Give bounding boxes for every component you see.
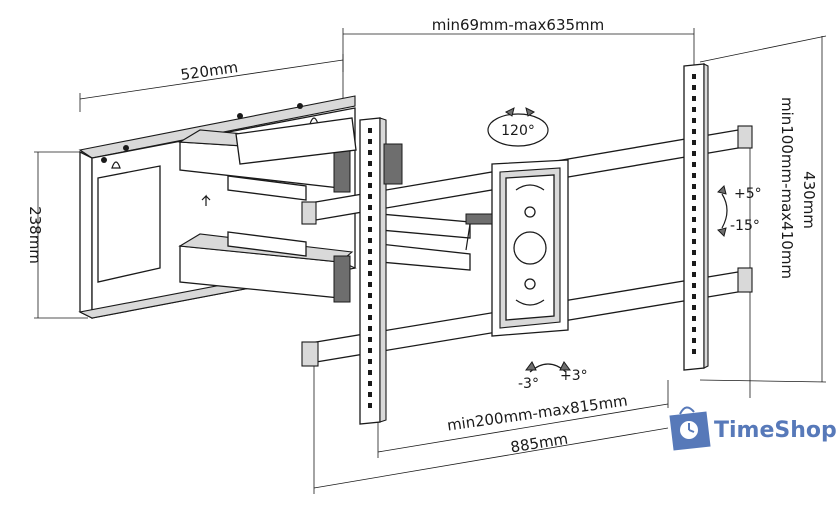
bracket-hole — [368, 150, 372, 155]
brand-name: TimeShop — [714, 418, 837, 443]
bracket-hole — [692, 118, 696, 123]
level-plus-label: +3° — [560, 368, 588, 384]
bracket-hole — [692, 349, 696, 354]
wall-plate-width-dimension: 520mm — [79, 54, 344, 112]
rotate-arrow-icon — [505, 107, 515, 117]
bracket-hole — [692, 85, 696, 90]
bracket-hole — [692, 239, 696, 244]
tilt-down-label: -15° — [730, 218, 760, 234]
wall-plate-width-label: 520mm — [179, 58, 239, 84]
bracket-hole — [692, 228, 696, 233]
bracket-hole — [368, 392, 372, 397]
bracket-hole — [368, 227, 372, 232]
bracket-hole — [368, 282, 372, 287]
bracket-hole — [692, 327, 696, 332]
arm-length-label: 885mm — [509, 430, 569, 457]
bracket-hole — [368, 370, 372, 375]
bracket-hole — [692, 250, 696, 255]
bracket-hole — [368, 128, 372, 133]
bracket-hole — [368, 337, 372, 342]
vesa-vertical-label: min100mm-max410mm — [778, 97, 796, 279]
middle-arm — [227, 175, 471, 271]
bracket-hole — [368, 194, 372, 199]
vesa-range-dimension: min69mm-max635mm — [342, 16, 695, 100]
bracket-hole — [368, 315, 372, 320]
wall-plate-height-dimension: 238mm — [26, 151, 88, 319]
tilt-up-label: +5° — [734, 186, 762, 202]
bracket-hole — [692, 217, 696, 222]
bracket-hole — [368, 260, 372, 265]
bracket-hole — [692, 195, 696, 200]
bracket-holes — [368, 74, 696, 408]
level-minus-label: -3° — [518, 376, 539, 392]
bracket-hole — [692, 294, 696, 299]
bracket-hole — [368, 172, 372, 177]
bracket-hole — [368, 161, 372, 166]
bracket-hole — [368, 271, 372, 276]
vesa-range-label: min69mm-max635mm — [432, 16, 605, 34]
bracket-hole — [692, 140, 696, 145]
tilt-indicator: +5° -15° — [717, 185, 762, 237]
swivel-angle-label: 120° — [501, 123, 535, 139]
bracket-hole — [692, 206, 696, 211]
bracket-hole — [368, 216, 372, 221]
left-vertical-bracket — [359, 117, 403, 425]
bracket-hole — [692, 272, 696, 277]
bracket-hole — [692, 316, 696, 321]
upper-arm — [178, 117, 357, 193]
shopping-bag-clock-icon — [669, 406, 711, 451]
bracket-hole — [368, 139, 372, 144]
rail-height-dimension: 430mm — [699, 35, 827, 383]
bracket-hole — [368, 183, 372, 188]
extension-range-label: min200mm-max815mm — [446, 391, 629, 434]
rotate-arrow-icon — [525, 107, 535, 117]
bracket-hole — [692, 338, 696, 343]
vesa-vertical-dimension: min100mm-max410mm — [749, 97, 796, 398]
swivel-plate — [465, 159, 569, 337]
bracket-hole — [368, 293, 372, 298]
timeshop-watermark: TimeShop — [669, 406, 837, 451]
bracket-hole — [692, 173, 696, 178]
bracket-hole — [368, 238, 372, 243]
bracket-hole — [692, 96, 696, 101]
bracket-hole — [692, 283, 696, 288]
bracket-hole — [368, 205, 372, 210]
up-arrow-icon — [201, 194, 211, 206]
bracket-hole — [368, 348, 372, 353]
swivel-indicator: 120° — [487, 107, 549, 147]
rail-height-label: 430mm — [800, 171, 818, 229]
bracket-hole — [692, 184, 696, 189]
bracket-hole — [692, 74, 696, 79]
bracket-hole — [368, 249, 372, 254]
bracket-hole — [692, 107, 696, 112]
bracket-hole — [692, 305, 696, 310]
bracket-hole — [692, 129, 696, 134]
wall-plate-height-label: 238mm — [26, 206, 44, 264]
bracket-hole — [368, 381, 372, 386]
bracket-hole — [368, 304, 372, 309]
level-indicator: -3° +3° — [518, 361, 588, 392]
bracket-hole — [692, 162, 696, 167]
bracket-hole — [692, 261, 696, 266]
bracket-hole — [692, 151, 696, 156]
bracket-hole — [368, 359, 372, 364]
bracket-hole — [368, 326, 372, 331]
bracket-hole — [368, 403, 372, 408]
